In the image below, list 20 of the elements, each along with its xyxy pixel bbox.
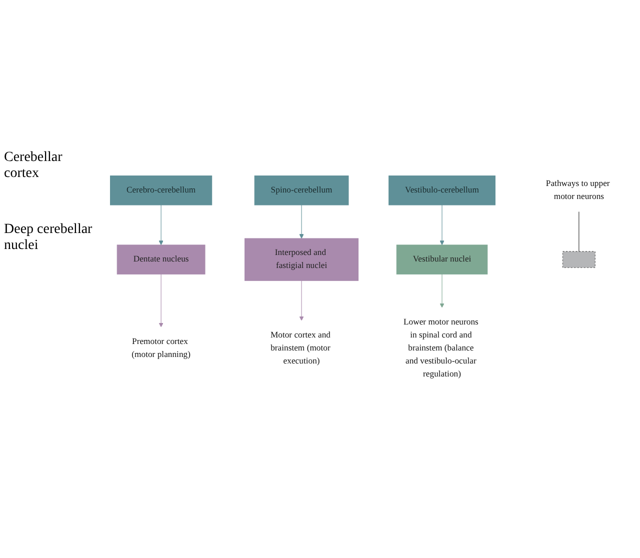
connector bbox=[578, 211, 580, 252]
node-box bbox=[562, 251, 596, 268]
node-box: Cerebro-cerebellum bbox=[110, 176, 212, 206]
node-text: Premotor cortex (motor planning) bbox=[132, 336, 190, 359]
node-text: Lower motor neurons in spinal cord and brainstem (balance and vestibulo-ocular regulation) bbox=[403, 317, 478, 378]
node-box: Dentate nucleus bbox=[116, 244, 206, 274]
node-box: Spino-cerebellum bbox=[254, 176, 349, 206]
arrow bbox=[299, 204, 304, 239]
arrow bbox=[440, 274, 444, 308]
row-label: Deep cerebellar nuclei bbox=[4, 222, 94, 254]
arrow bbox=[158, 204, 164, 246]
row-label: Cerebellar cortex bbox=[4, 150, 64, 182]
node-box: Interposed and fastigial nuclei bbox=[244, 238, 359, 281]
node-box: Vestibular nuclei bbox=[396, 244, 488, 274]
arrow bbox=[440, 204, 444, 246]
node-box: Vestibulo-cerebellum bbox=[388, 176, 496, 206]
arrow bbox=[299, 280, 304, 321]
arrow bbox=[158, 274, 164, 328]
node-text: Motor cortex and brainstem (motor execution) bbox=[270, 330, 330, 366]
node-text: Pathways to upper motor neurons bbox=[546, 179, 610, 202]
